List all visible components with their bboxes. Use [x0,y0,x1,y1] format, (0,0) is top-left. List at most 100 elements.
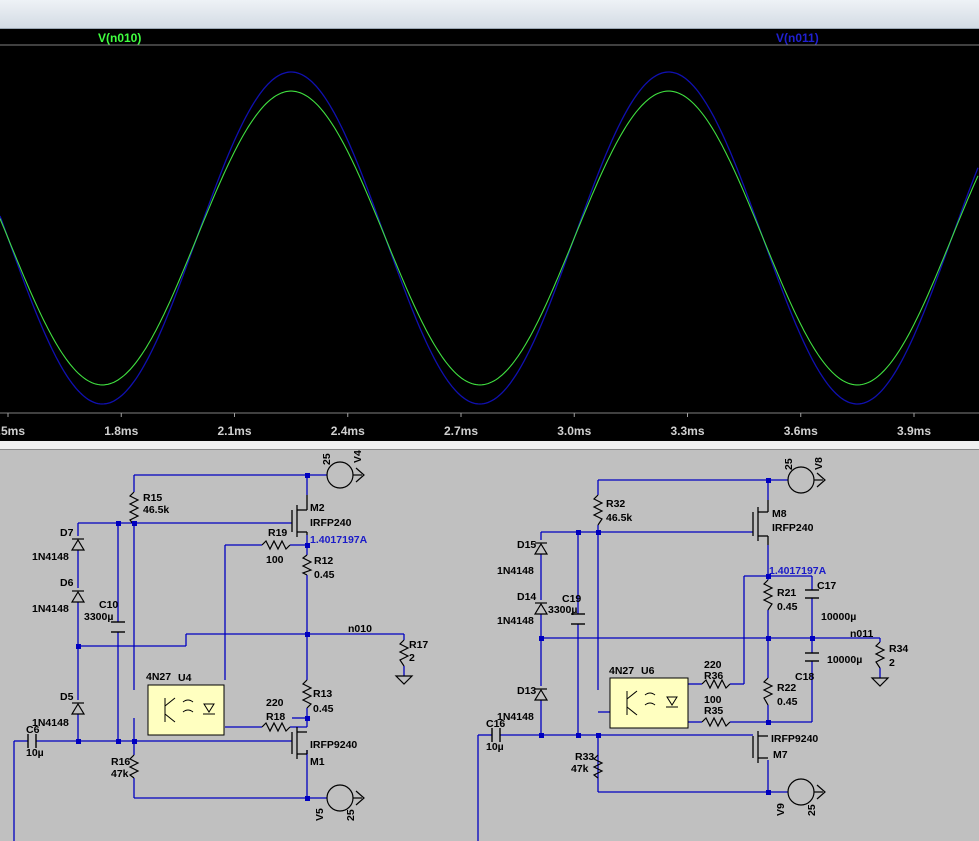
value-r33[interactable]: 47k [571,763,589,775]
value-d15[interactable]: 1N4148 [497,565,534,577]
label-r36[interactable]: R36 [704,670,723,682]
schematic-canvas[interactable]: R15 46.5k M2 IRFP240 R19 100 1.4017197A … [0,450,979,841]
label-m2[interactable]: M2 [310,502,325,514]
label-v8[interactable]: V8 [813,457,825,470]
label-d14[interactable]: D14 [517,591,536,603]
value-d13[interactable]: 1N4148 [497,711,534,723]
label-r12[interactable]: R12 [314,555,333,567]
value-d14[interactable]: 1N4148 [497,615,534,627]
label-r33[interactable]: R33 [575,751,594,763]
junction-dots [76,473,815,801]
value-r34[interactable]: 2 [889,657,895,669]
resistor-zigzags [128,491,886,779]
value-v5[interactable]: 25 [345,809,357,821]
x-tick-label: 1.8ms [104,424,138,438]
x-tick-label: 3.0ms [557,424,591,438]
label-r13[interactable]: R13 [313,688,332,700]
label-r32[interactable]: R32 [606,498,625,510]
label-c10[interactable]: C10 [99,599,118,611]
label-r35[interactable]: R35 [704,705,723,717]
x-tick-label: 3.9ms [897,424,931,438]
label-r34[interactable]: R34 [889,643,908,655]
capacitor-symbols [27,589,819,748]
label-d5[interactable]: D5 [60,691,74,703]
value-u6[interactable]: 4N27 [609,665,634,677]
pane-splitter[interactable] [0,441,979,450]
wires-left [13,474,405,841]
label-m7[interactable]: M7 [773,749,788,761]
label-r15[interactable]: R15 [143,492,162,504]
trace-label-green[interactable]: V(n010) [98,31,141,45]
label-c6[interactable]: C6 [26,724,40,736]
label-r16[interactable]: R16 [111,756,130,768]
value-r17[interactable]: 2 [409,652,415,664]
value-u4[interactable]: 4N27 [146,671,171,683]
voltage-source-symbols [326,461,826,812]
label-m8[interactable]: M8 [772,508,787,520]
x-tick-label: 1.5ms [0,424,25,438]
value-r36-top[interactable]: 220 [704,659,722,671]
value-v8[interactable]: 25 [783,458,795,470]
value-c6[interactable]: 10µ [26,747,44,759]
value-r22[interactable]: 0.45 [777,696,798,708]
label-r22[interactable]: R22 [777,682,796,694]
value-c18[interactable]: 10000µ [827,654,862,666]
value-c16[interactable]: 10µ [486,741,504,753]
label-d15[interactable]: D15 [517,539,536,551]
label-d13[interactable]: D13 [517,685,536,697]
trace-v-n011[interactable] [0,71,979,405]
x-tick-label: 3.6ms [784,424,818,438]
value-c17[interactable]: 10000µ [821,611,856,623]
value-r19[interactable]: 100 [266,554,284,566]
value-m1[interactable]: IRFP9240 [310,739,357,751]
label-d7[interactable]: D7 [60,527,74,539]
label-u4[interactable]: U4 [178,672,192,684]
label-r18[interactable]: R18 [266,711,285,723]
label-m1[interactable]: M1 [310,756,325,768]
value-d7[interactable]: 1N4148 [32,551,69,563]
net-label-left[interactable]: n010 [348,623,372,635]
value-v9[interactable]: 25 [806,804,818,816]
x-tick-label: 3.3ms [670,424,704,438]
trace-label-blue[interactable]: V(n011) [776,31,819,45]
label-c16[interactable]: C16 [486,718,505,730]
trace-v-n010[interactable] [0,90,979,386]
value-v4[interactable]: 25 [321,453,333,465]
label-r19[interactable]: R19 [268,527,287,539]
mosfet-symbols [291,495,769,763]
value-c19[interactable]: 3300µ [548,604,577,616]
net-label-right[interactable]: n011 [850,628,874,640]
current-annotation-left[interactable]: 1.4017197A [310,534,368,546]
waveform-plot[interactable]: V(n010) V(n011) 1.5ms1.8ms2.1ms2.4ms2.7m… [0,29,979,441]
value-r18[interactable]: 220 [266,697,284,709]
label-r17[interactable]: R17 [409,639,428,651]
diode-symbols [70,538,549,715]
value-r32[interactable]: 46.5k [606,512,632,524]
x-tick-label: 2.1ms [217,424,251,438]
value-c10[interactable]: 3300µ [84,611,113,623]
value-r15[interactable]: 46.5k [143,504,169,516]
value-r21[interactable]: 0.45 [777,601,798,613]
value-d5[interactable]: 1N4148 [32,717,69,729]
label-r21[interactable]: R21 [777,587,796,599]
value-m2[interactable]: IRFP240 [310,517,352,529]
label-c17[interactable]: C17 [817,580,836,592]
label-u6[interactable]: U6 [641,665,655,677]
label-v5[interactable]: V5 [314,808,326,821]
waveform-pane[interactable]: V(n010) V(n011) 1.5ms1.8ms2.1ms2.4ms2.7m… [0,29,979,441]
label-v9[interactable]: V9 [775,803,787,816]
label-d6[interactable]: D6 [60,577,74,589]
label-c19[interactable]: C19 [562,593,581,605]
value-d6[interactable]: 1N4148 [32,603,69,615]
label-v4[interactable]: V4 [352,450,364,463]
value-r12[interactable]: 0.45 [314,569,335,581]
value-m8[interactable]: IRFP240 [772,522,814,534]
value-r13[interactable]: 0.45 [313,703,334,715]
value-m7[interactable]: IRFP9240 [771,733,818,745]
value-r16[interactable]: 47k [111,768,129,780]
current-annotation-right[interactable]: 1.4017197A [769,565,827,577]
label-c18[interactable]: C18 [795,671,814,683]
optocoupler-internals [164,690,678,723]
value-r36[interactable]: 100 [704,694,722,706]
schematic-pane[interactable]: R15 46.5k M2 IRFP240 R19 100 1.4017197A … [0,450,979,841]
